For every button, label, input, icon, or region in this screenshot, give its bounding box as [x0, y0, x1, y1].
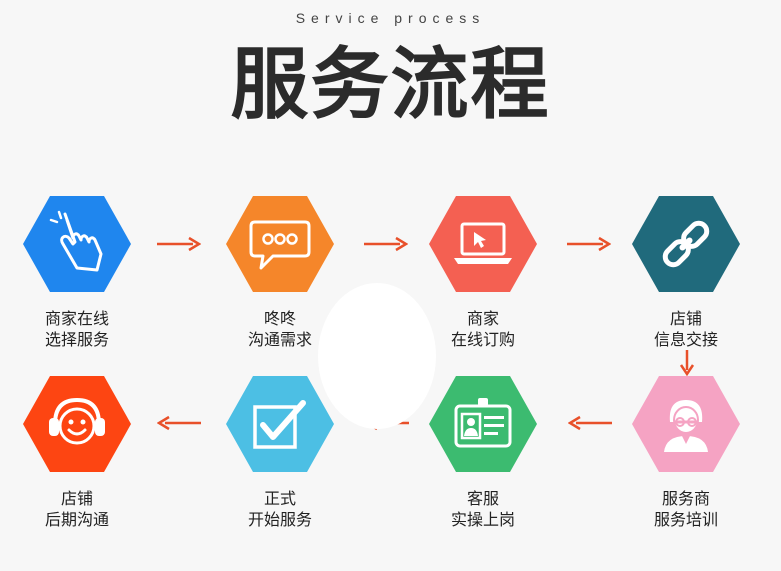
arrow-right-icon — [567, 236, 611, 252]
laptop-cursor-icon — [454, 222, 512, 264]
arrow-right-icon — [157, 236, 201, 252]
headset-smiley-icon — [49, 397, 105, 445]
step-7: 正式开始服务 — [210, 376, 350, 530]
step-2: 咚咚沟通需求 — [210, 196, 350, 350]
step-4-label: 店铺信息交接 — [653, 309, 718, 349]
step-1-label: 商家在线选择服务 — [44, 309, 109, 349]
step-3-label: 商家在线订购 — [450, 309, 515, 349]
center-white-blob — [318, 283, 436, 429]
step-1-hex — [23, 196, 131, 292]
subtitle: Service process — [295, 10, 486, 26]
touch-hand-icon — [49, 210, 103, 272]
step-8: 店铺后期沟通 — [7, 376, 147, 530]
step-6: 客服实操上岗 — [413, 376, 553, 530]
chain-link-icon — [662, 220, 710, 268]
step-3: 商家在线订购 — [413, 196, 553, 350]
step-6-label: 客服实操上岗 — [450, 489, 515, 529]
step-4-hex — [632, 196, 740, 292]
page-title: 服务流程 — [230, 40, 551, 130]
step-1: 商家在线选择服务 — [7, 196, 147, 350]
step-5-label: 服务商服务培训 — [653, 489, 718, 529]
step-8-hex — [23, 376, 131, 472]
chat-bubble-icon — [249, 220, 311, 270]
arrow-right-icon — [364, 236, 408, 252]
step-5-hex — [632, 376, 740, 472]
arrow-down-icon — [679, 350, 695, 376]
step-2-label: 咚咚沟通需求 — [247, 309, 312, 349]
step-5: 服务商服务培训 — [616, 376, 756, 530]
step-2-hex — [226, 196, 334, 292]
trainer-person-icon — [664, 400, 708, 452]
arrow-left-icon — [568, 415, 612, 431]
step-7-hex — [226, 376, 334, 472]
step-6-hex — [429, 376, 537, 472]
checkbox-icon — [253, 400, 306, 449]
id-badge-icon — [454, 398, 512, 448]
arrow-left-icon — [157, 415, 201, 431]
step-4: 店铺信息交接 — [616, 196, 756, 350]
step-3-hex — [429, 196, 537, 292]
step-7-label: 正式开始服务 — [247, 489, 312, 529]
step-8-label: 店铺后期沟通 — [44, 489, 109, 529]
